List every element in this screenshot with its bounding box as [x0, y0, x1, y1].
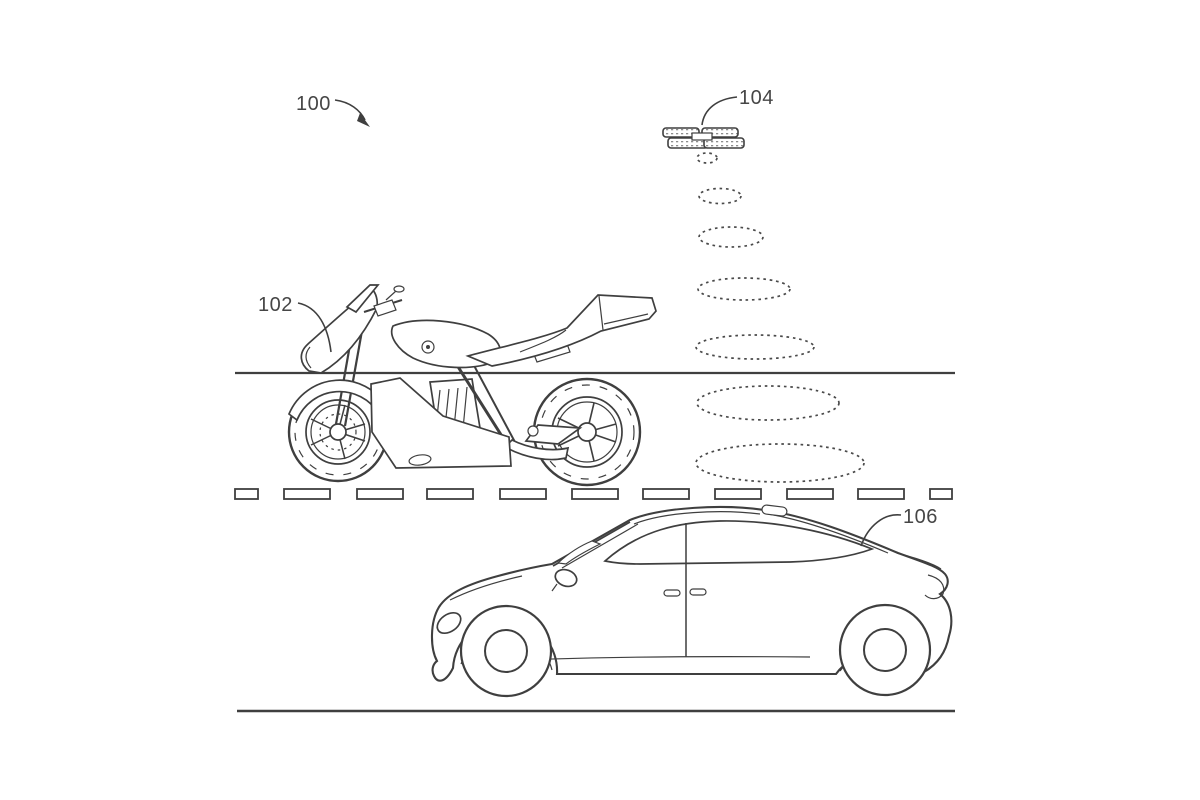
aerial-device [662, 127, 745, 149]
lane-dash [857, 488, 905, 500]
lane-dash [714, 488, 762, 500]
motorcycle [287, 284, 657, 487]
lane-dash [642, 488, 690, 500]
road [234, 371, 955, 713]
motorcycle-front-fairing [300, 287, 379, 374]
signal-wave-ellipse [695, 443, 865, 483]
reference-leader-104 [701, 96, 738, 126]
car [430, 504, 953, 698]
car-taillight [924, 574, 945, 600]
signal-wave-ellipse [698, 187, 742, 205]
car-headlight [436, 611, 462, 635]
car-door-bottom-line [523, 656, 811, 661]
signal-wave-ellipse [695, 334, 815, 360]
reference-arrow-100 [334, 99, 366, 121]
car-front-wheel [459, 604, 553, 698]
motorcycle-belly-fairing [370, 377, 512, 469]
lane-dash [929, 488, 953, 500]
reference-leader-106 [860, 514, 902, 547]
label-100: 100 [296, 93, 331, 115]
car-roof-antenna [761, 504, 788, 517]
signal-wave-ellipse [697, 277, 791, 301]
car-side-mirror [551, 568, 578, 592]
label-102: 102 [258, 294, 293, 316]
lane-dash [786, 488, 834, 500]
lane-dash [356, 488, 404, 500]
lane-dash [499, 488, 547, 500]
car-rear-wheel [838, 603, 932, 697]
lane-dash [234, 488, 259, 500]
label-104: 104 [739, 87, 774, 109]
car-quarter-window [556, 540, 602, 565]
signal-wave-ellipse [696, 385, 840, 421]
lane-dash [283, 488, 331, 500]
motorcycle-tail [465, 294, 657, 367]
reference-leader-102 [297, 302, 332, 353]
car-side-window [603, 520, 875, 565]
reference-labels: 100 102 104 106 [258, 87, 938, 547]
drone-rotor [703, 137, 745, 149]
lane-dash [571, 488, 619, 500]
reference-arrowhead-100 [357, 113, 370, 127]
car-hood-line [449, 575, 523, 601]
drone-body [691, 132, 713, 141]
lane-dash [426, 488, 474, 500]
signal-wave-ellipse [696, 152, 718, 164]
car-door-handle [663, 589, 681, 597]
signal-waves [695, 152, 865, 483]
lane-divider [234, 488, 953, 500]
label-106: 106 [903, 506, 938, 528]
motorcycle-windscreen [345, 284, 380, 314]
motorcycle-handlebar [363, 285, 405, 317]
motorcycle-exhaust [503, 438, 570, 461]
signal-wave-ellipse [698, 226, 764, 248]
car-door-handle [689, 588, 707, 596]
